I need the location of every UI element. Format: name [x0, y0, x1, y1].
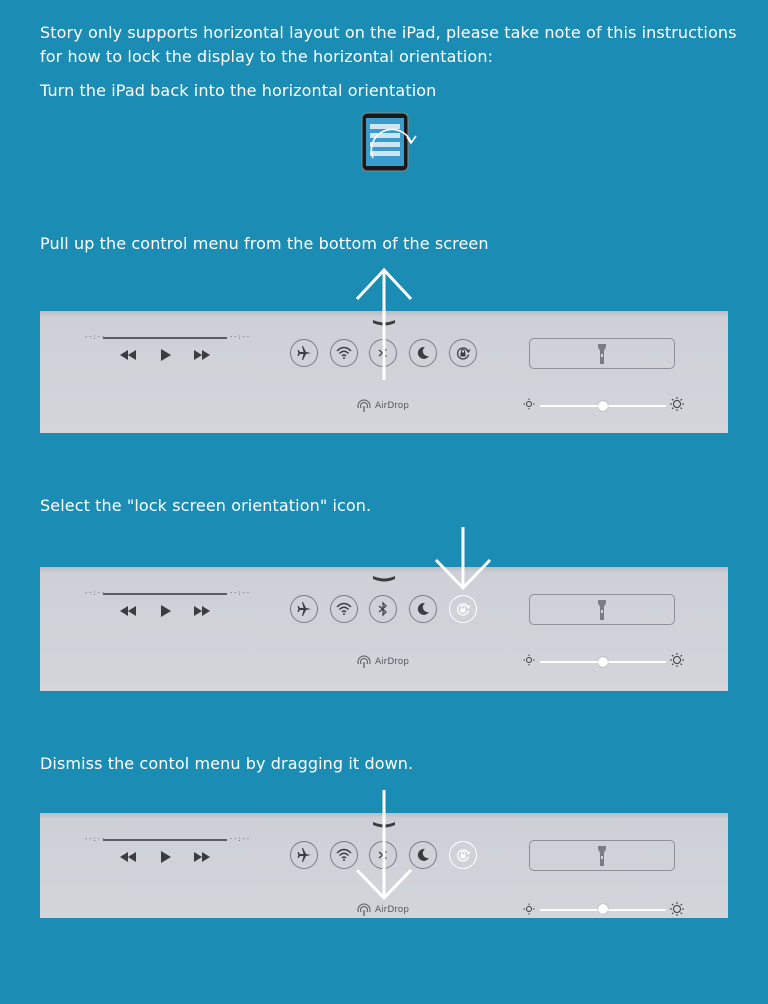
elapsed-time: --:-- — [84, 835, 106, 843]
remaining-time: --:-- — [229, 333, 251, 341]
airplane-mode-toggle[interactable] — [290, 595, 318, 623]
flashlight-icon — [598, 845, 606, 866]
ipad-rotate-illustration — [361, 112, 417, 172]
play-icon[interactable] — [155, 604, 177, 618]
play-icon[interactable] — [155, 850, 177, 864]
wifi-icon — [336, 602, 352, 615]
rotation-lock-icon — [456, 347, 471, 360]
brightness-thumb[interactable] — [598, 657, 608, 667]
airplane-mode-icon — [297, 602, 311, 616]
flashlight-button[interactable] — [529, 594, 675, 625]
scrubber-track[interactable] — [103, 337, 227, 339]
rewind-icon[interactable] — [117, 604, 139, 618]
step-2-text: Pull up the control menu from the bottom… — [40, 234, 489, 253]
rotation-lock-toggle[interactable] — [449, 339, 477, 367]
flashlight-button[interactable] — [529, 840, 675, 871]
wifi-toggle[interactable] — [330, 595, 358, 623]
remaining-time: --:-- — [229, 835, 251, 843]
bluetooth-toggle[interactable] — [369, 841, 397, 869]
rotation-lock-toggle[interactable] — [449, 595, 477, 623]
airdrop-button[interactable]: AirDrop — [357, 655, 409, 669]
fast-forward-icon[interactable] — [191, 604, 213, 618]
do-not-disturb-icon — [417, 602, 429, 615]
airplane-mode-icon — [297, 848, 311, 862]
bluetooth-icon — [378, 345, 387, 361]
rewind-icon[interactable] — [117, 348, 139, 362]
wifi-toggle[interactable] — [330, 339, 358, 367]
brightness-high-icon — [670, 653, 684, 667]
grabber-handle-icon[interactable] — [372, 820, 396, 828]
grabber-handle-icon[interactable] — [372, 318, 396, 326]
grabber-handle-icon[interactable] — [372, 574, 396, 582]
brightness-low-icon — [523, 654, 535, 666]
airplane-mode-icon — [297, 346, 311, 360]
flashlight-icon — [598, 599, 606, 620]
remaining-time: --:-- — [229, 589, 251, 597]
brightness-thumb[interactable] — [598, 904, 608, 914]
rotation-lock-icon — [456, 849, 471, 862]
scrubber-track[interactable] — [103, 839, 227, 841]
bluetooth-icon — [378, 847, 387, 863]
fast-forward-icon[interactable] — [191, 850, 213, 864]
fast-forward-icon[interactable] — [191, 348, 213, 362]
brightness-thumb[interactable] — [598, 401, 608, 411]
wifi-icon — [336, 848, 352, 861]
rotation-lock-icon — [456, 603, 471, 616]
step-4-text: Dismiss the contol menu by dragging it d… — [40, 754, 414, 773]
step-1-text: Turn the iPad back into the horizontal o… — [40, 81, 437, 100]
flashlight-icon — [598, 343, 606, 364]
airdrop-label: AirDrop — [375, 905, 410, 915]
play-icon[interactable] — [155, 348, 177, 362]
scrubber-track[interactable] — [103, 593, 227, 595]
bluetooth-icon — [378, 601, 387, 617]
do-not-disturb-toggle[interactable] — [409, 841, 437, 869]
control-center-panel-3: --:-- --:-- AirDrop — [40, 813, 728, 918]
brightness-high-icon — [670, 397, 684, 411]
airdrop-label: AirDrop — [375, 401, 410, 411]
bluetooth-toggle[interactable] — [369, 595, 397, 623]
airplane-mode-toggle[interactable] — [290, 841, 318, 869]
flashlight-button[interactable] — [529, 338, 675, 369]
step-3-text: Select the "lock screen orientation" ico… — [40, 496, 372, 515]
rotation-lock-toggle[interactable] — [449, 841, 477, 869]
airplane-mode-toggle[interactable] — [290, 339, 318, 367]
airdrop-button[interactable]: AirDrop — [357, 903, 409, 917]
do-not-disturb-icon — [417, 346, 429, 359]
airdrop-icon — [357, 655, 371, 669]
do-not-disturb-icon — [417, 848, 429, 861]
airdrop-label: AirDrop — [375, 657, 410, 667]
do-not-disturb-toggle[interactable] — [409, 339, 437, 367]
control-center-panel-1: --:-- --:-- AirDrop — [40, 311, 728, 433]
control-center-panel-2: --:-- --:-- AirDrop — [40, 567, 728, 691]
airdrop-icon — [357, 399, 371, 413]
brightness-low-icon — [523, 903, 535, 915]
airdrop-icon — [357, 903, 371, 917]
brightness-high-icon — [670, 902, 684, 916]
wifi-icon — [336, 346, 352, 359]
airdrop-button[interactable]: AirDrop — [357, 399, 409, 413]
elapsed-time: --:-- — [84, 333, 106, 341]
wifi-toggle[interactable] — [330, 841, 358, 869]
brightness-low-icon — [523, 398, 535, 410]
intro-text: Story only supports horizontal layout on… — [40, 23, 737, 66]
rewind-icon[interactable] — [117, 850, 139, 864]
do-not-disturb-toggle[interactable] — [409, 595, 437, 623]
bluetooth-toggle[interactable] — [369, 339, 397, 367]
elapsed-time: --:-- — [84, 589, 106, 597]
